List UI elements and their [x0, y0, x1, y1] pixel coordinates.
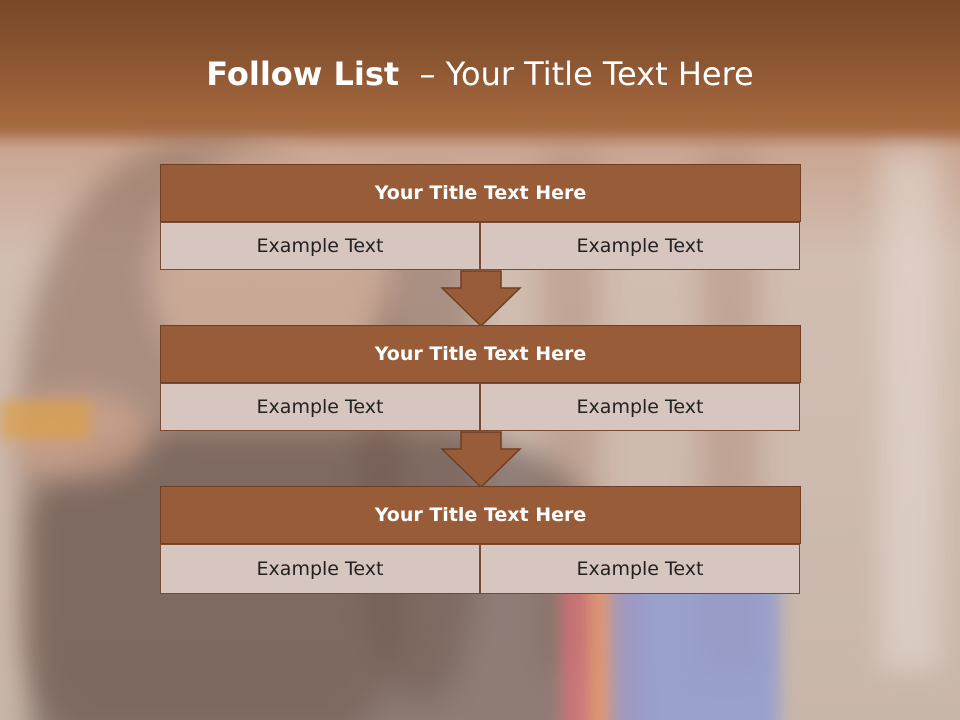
block-cell-right: Example Text	[480, 222, 800, 270]
background-photo-pillar	[880, 150, 940, 670]
slide-title-rest: – Your Title Text Here	[419, 55, 754, 93]
background-photo-bag-strap	[0, 400, 90, 440]
block-cell-left: Example Text	[160, 544, 480, 594]
down-arrow-icon	[440, 431, 522, 489]
block-title: Your Title Text Here	[160, 325, 801, 383]
block-cell-right: Example Text	[480, 544, 800, 594]
block-cell-left: Example Text	[160, 222, 480, 270]
block-title: Your Title Text Here	[160, 486, 801, 544]
slide-title: Follow List – Your Title Text Here	[0, 55, 960, 93]
block-cell-left: Example Text	[160, 383, 480, 431]
title-band	[0, 0, 960, 140]
block-title: Your Title Text Here	[160, 164, 801, 222]
slide-title-bold: Follow List	[206, 55, 400, 93]
block-cell-right: Example Text	[480, 383, 800, 431]
down-arrow-icon	[440, 270, 522, 328]
